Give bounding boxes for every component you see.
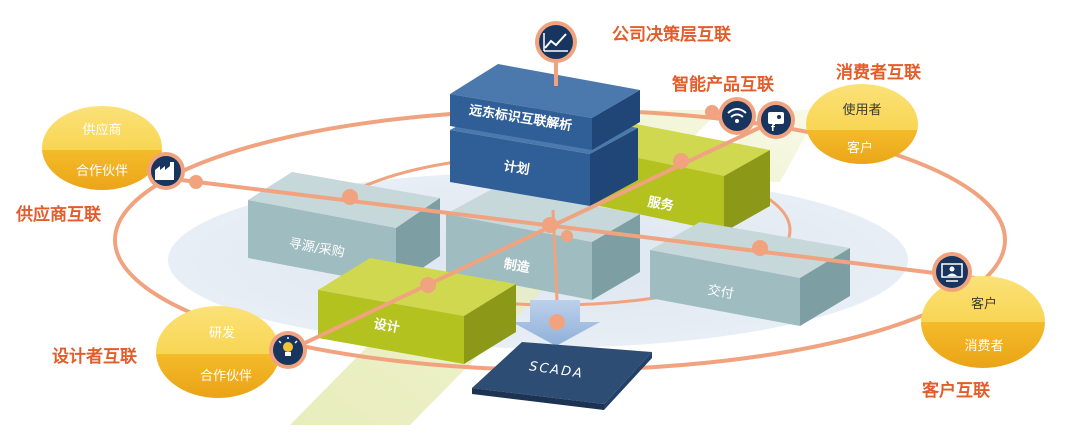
bubble-customer-bottom: 消费者 [964, 339, 1003, 354]
lightbulb-icon [269, 331, 307, 369]
bubble-customer-top: 客户 [971, 296, 997, 312]
line-chart-icon [535, 21, 577, 63]
block-top: 远东标识互联解析 [450, 64, 640, 150]
bubble-supplier-bottom: 合作伙伴 [76, 164, 128, 179]
block-label-service: 服务 [646, 194, 675, 214]
bubble-designer-bottom: 合作伙伴 [200, 369, 252, 384]
block-label-design: 设计 [372, 316, 400, 336]
link-line-diagonal [289, 116, 781, 352]
wifi-icon [718, 97, 756, 135]
bubble-consumer-top: 使用者 [842, 102, 881, 118]
bubble-supplier-top: 供应商 [82, 122, 121, 138]
title-supplier: 供应商互联 [15, 204, 101, 225]
bubble-designer-top: 研发 [209, 325, 235, 341]
svg-text:f: f [771, 124, 775, 134]
customer-screen-icon [932, 252, 972, 292]
block-label-plan: 计划 [503, 158, 531, 178]
block-design: 设计 [318, 258, 516, 364]
link-line-main [164, 176, 976, 280]
title-consumer: 消费者互联 [836, 62, 921, 83]
scada-panel: SCADA [472, 342, 652, 410]
title-designer: 设计者互联 [52, 346, 137, 367]
bubble-customer: 客户 消费者 [921, 276, 1045, 368]
title-smart-product: 智能产品互联 [672, 74, 774, 95]
block-label-manufacturing: 制造 [502, 256, 531, 276]
factory-icon [147, 152, 185, 190]
social-user-icon: f [757, 101, 795, 139]
title-customer: 客户互联 [921, 380, 990, 401]
block-label-delivery: 交付 [706, 282, 734, 302]
bubble-consumer-bottom: 客户 [847, 140, 873, 156]
title-company: 公司决策层互联 [612, 24, 731, 45]
bubble-supplier: 供应商 合作伙伴 [42, 106, 162, 190]
